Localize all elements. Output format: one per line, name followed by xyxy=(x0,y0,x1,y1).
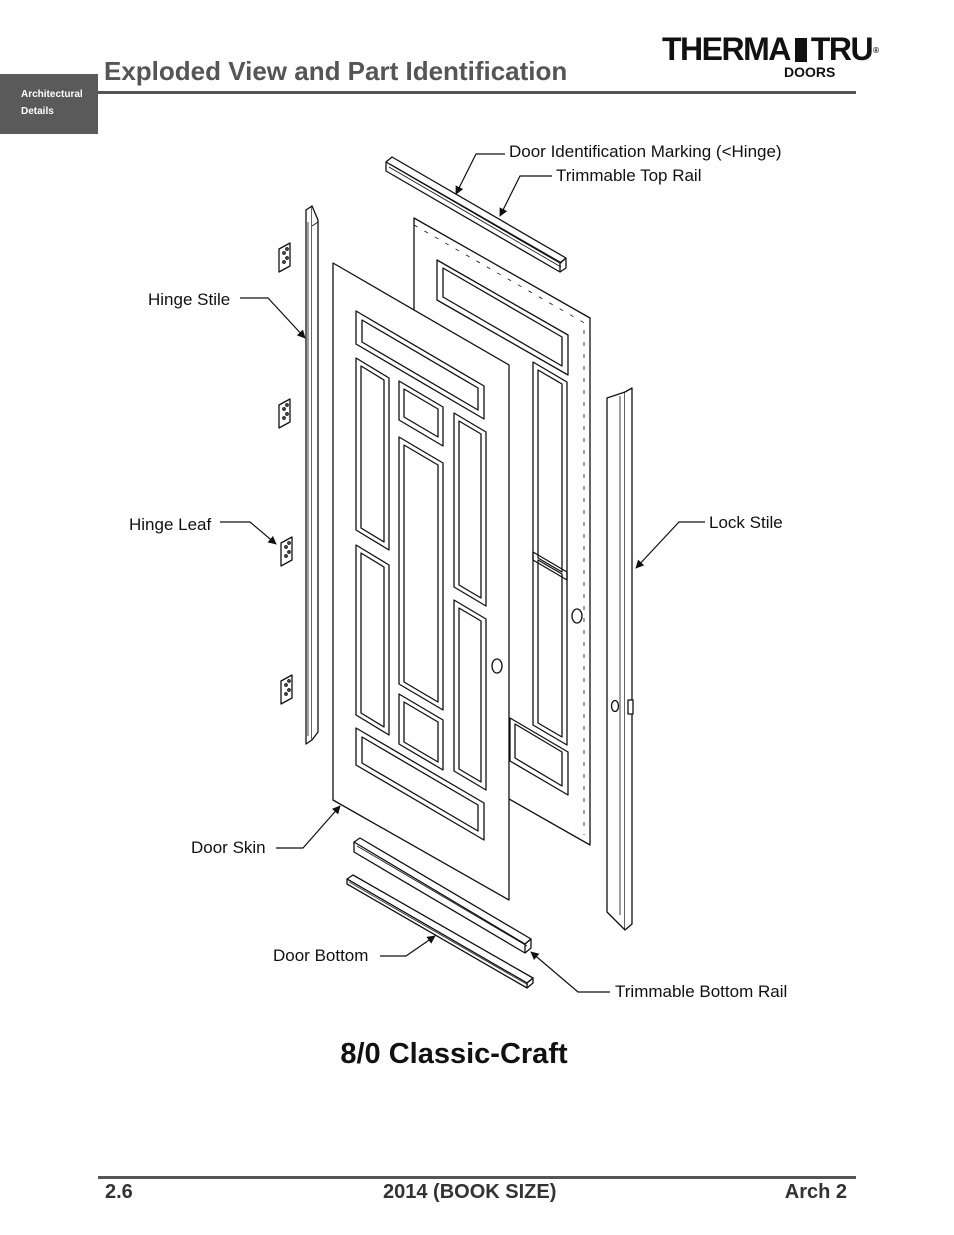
logo-door-icon xyxy=(794,38,807,62)
hinge-stile-part xyxy=(305,205,319,745)
lock-stile-part xyxy=(606,387,634,931)
front-door-skin xyxy=(332,262,510,901)
section-label: Arch 2 xyxy=(784,1181,847,1203)
label-bottom-rail: Trimmable Bottom Rail xyxy=(615,982,787,1001)
logo-subtext: DOORS xyxy=(784,64,836,80)
leader-door-id xyxy=(455,153,505,195)
door-bottom-part xyxy=(346,874,534,989)
label-hinge-stile: Hinge Stile xyxy=(148,290,230,309)
header-divider xyxy=(98,91,856,94)
logo-text-left: THERMA xyxy=(662,31,791,67)
top-rail-part xyxy=(385,156,567,273)
hinge-leaf-2 xyxy=(278,398,291,429)
model-title: 8/0 Classic-Craft xyxy=(340,1038,568,1070)
leader-door-bottom xyxy=(380,935,436,957)
page-title: Exploded View and Part Identification xyxy=(104,56,568,86)
leader-lines xyxy=(220,153,705,993)
label-door-skin: Door Skin xyxy=(191,838,266,857)
logo-wordmark: THERMA TRU® xyxy=(662,31,879,67)
section-tab: Architectural Details xyxy=(0,74,98,134)
label-lock-stile: Lock Stile xyxy=(709,513,783,532)
brand-logo: THERMA TRU® DOORS xyxy=(662,32,879,84)
footer-divider xyxy=(98,1176,856,1179)
label-door-bottom: Door Bottom xyxy=(273,946,368,965)
leader-hinge-leaf xyxy=(220,521,277,545)
label-top-rail: Trimmable Top Rail xyxy=(556,166,702,185)
label-hinge-leaf: Hinge Leaf xyxy=(129,515,212,534)
section-tab-line-1: Architectural xyxy=(21,89,83,100)
hinge-leaf-4 xyxy=(280,674,293,705)
leader-door-skin xyxy=(276,805,341,849)
edition-label: 2014 (BOOK SIZE) xyxy=(383,1181,557,1203)
logo-text-right: TRU xyxy=(810,31,874,67)
hinge-leaf-3 xyxy=(280,536,293,567)
section-tab-line-2: Details xyxy=(21,106,54,117)
leader-lock-stile xyxy=(635,521,705,569)
hinge-leaves xyxy=(278,242,293,705)
leader-hinge-stile xyxy=(240,297,306,339)
label-door-id-marking: Door Identification Marking (<Hinge) xyxy=(509,142,782,161)
bottom-rail-part xyxy=(353,837,532,954)
leader-bottom-rail xyxy=(530,951,610,993)
page-number: 2.6 xyxy=(105,1181,133,1203)
leader-top-rail xyxy=(499,175,552,217)
hinge-leaf-1 xyxy=(278,242,291,273)
logo-registered: ® xyxy=(873,46,879,55)
